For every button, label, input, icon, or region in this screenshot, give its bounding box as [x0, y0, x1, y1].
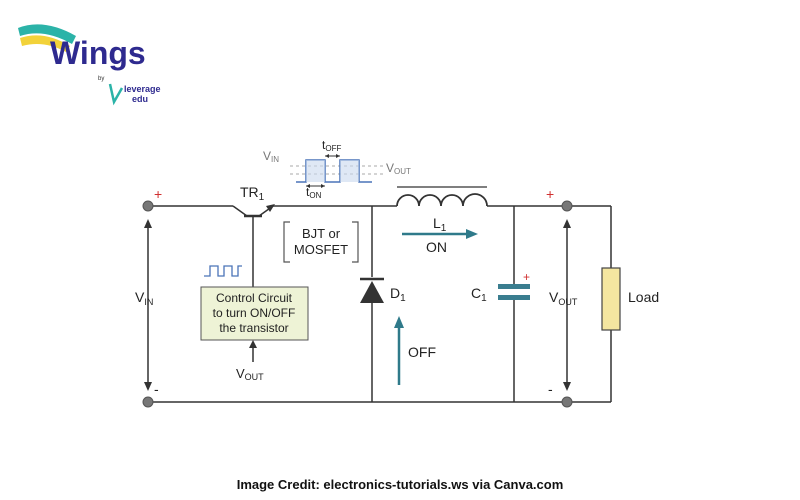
wave-vout-label: VOUT: [386, 161, 411, 176]
vout-label: VOUT: [549, 289, 578, 307]
control-pulse-icon: [204, 265, 242, 277]
wave-toff-label: tOFF: [322, 138, 341, 153]
device-text-line1: BJT or: [302, 226, 341, 241]
terminals: [142, 200, 573, 408]
logo-brand-text: Wings: [50, 35, 146, 71]
wave-vin-label: VIN: [263, 149, 279, 164]
off-label: OFF: [408, 344, 436, 360]
inductor-label: L1: [433, 215, 447, 234]
vin-plus-sign: +: [154, 186, 162, 202]
inductor-coil: [396, 193, 488, 207]
terminal-vin-minus: [142, 396, 154, 408]
load-resistor: [601, 267, 621, 331]
pwm-waveform: [290, 154, 385, 188]
logo-swoosh-yellow: [20, 35, 70, 52]
device-text-line2: MOSFET: [294, 242, 348, 257]
terminal-vout-minus: [561, 396, 573, 408]
on-arrow-head: [466, 229, 478, 239]
control-text-line2: to turn ON/OFF: [213, 306, 296, 320]
control-circuit-box: [200, 286, 309, 341]
diode-symbol: [360, 281, 384, 303]
leverage-edu-icon: [108, 83, 124, 106]
wires: [147, 205, 612, 403]
load-label: Load: [628, 289, 659, 305]
terminal-vout-plus: [561, 200, 573, 212]
control-text-line1: Control Circuit: [216, 291, 293, 305]
image-credit: Image Credit: electronics-tutorials.ws v…: [236, 477, 564, 492]
device-bracket: [283, 221, 359, 263]
capacitor-plate-bottom: [498, 295, 530, 300]
capacitor-label: C1: [471, 285, 487, 304]
logo-by-text: by: [98, 76, 104, 82]
capacitor-plate-top: [498, 284, 530, 289]
wings-logo: Wings by leverage edu: [18, 24, 161, 106]
wave-ton-label: tON: [306, 185, 322, 200]
vout-minus-sign: -: [548, 381, 553, 397]
diode-label: D1: [390, 285, 406, 304]
logo-swoosh-teal: [18, 24, 76, 44]
vout-plus-sign: +: [546, 186, 554, 202]
terminal-vin-plus: [142, 200, 154, 212]
vin-minus-sign: -: [154, 381, 159, 397]
vout-feedback-label: VOUT: [236, 366, 264, 382]
voltage-arrowheads: [144, 204, 571, 391]
off-arrow-head: [394, 316, 404, 328]
vin-label: VIN: [135, 289, 153, 307]
on-label: ON: [426, 239, 447, 255]
logo-partner-line2: edu: [132, 94, 148, 104]
transistor-label: TR1: [240, 184, 265, 203]
logo-partner-line1: leverage: [124, 84, 161, 94]
capacitor-plus: +: [523, 270, 530, 284]
control-text-line3: the transistor: [219, 321, 288, 335]
